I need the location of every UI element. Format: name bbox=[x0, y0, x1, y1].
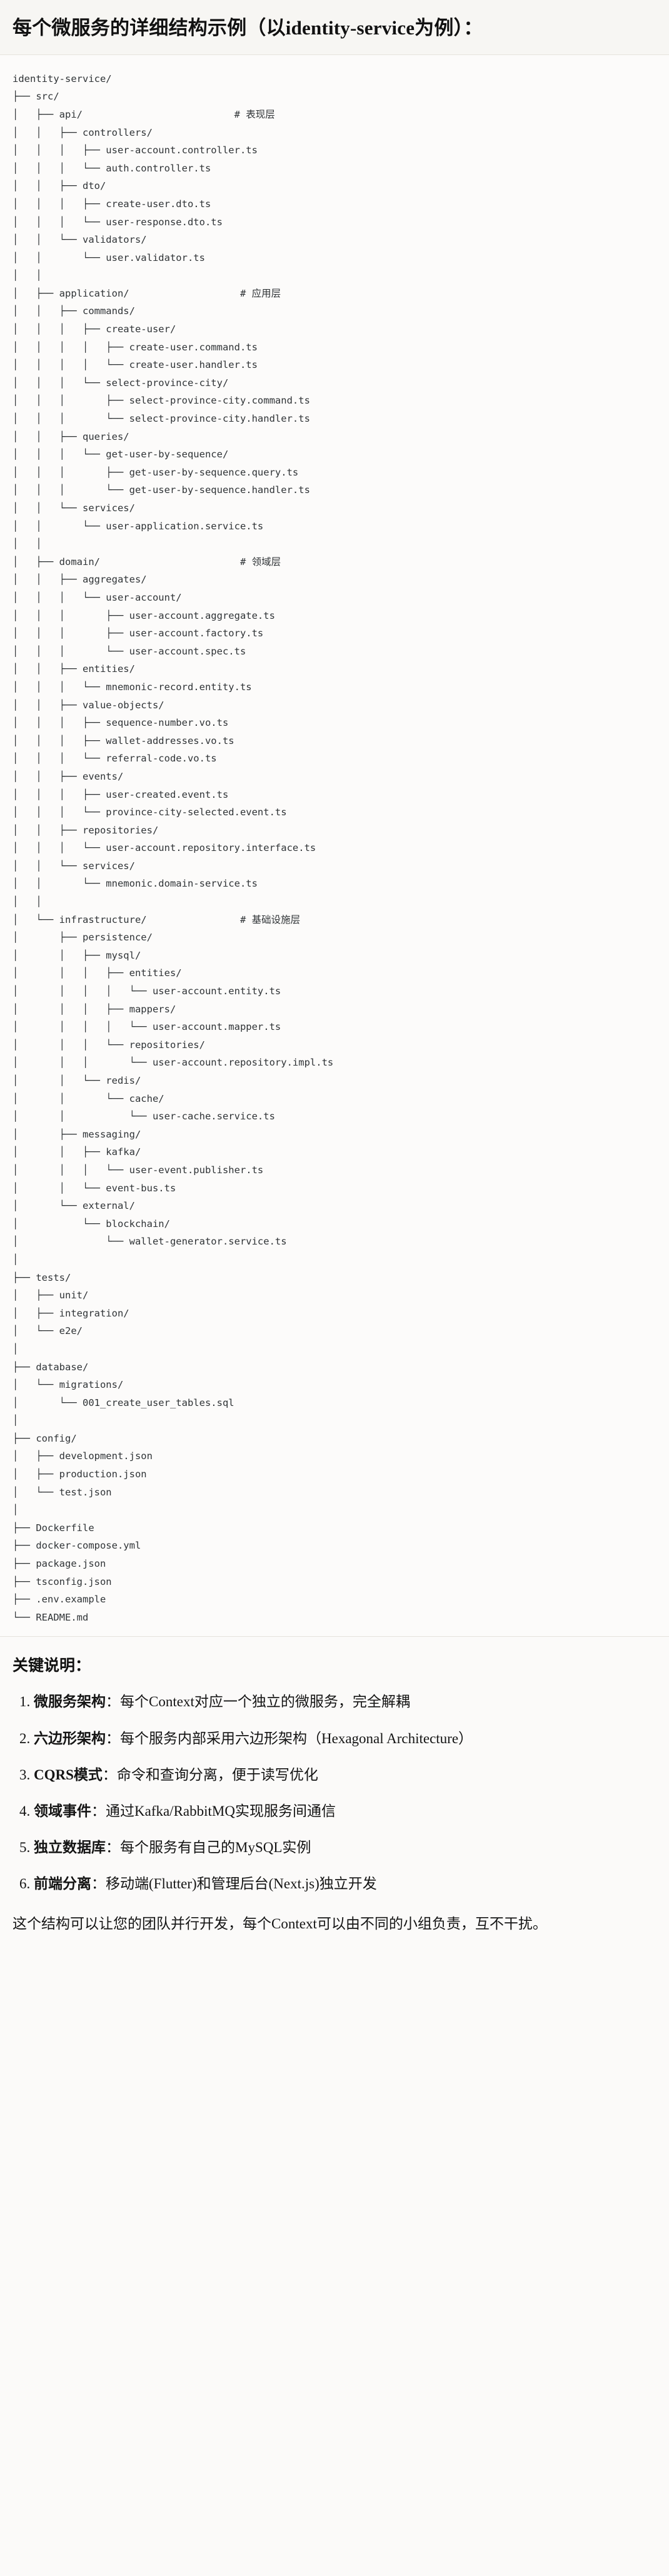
key-note-term: 前端分离 bbox=[34, 1876, 91, 1892]
key-note-term: 微服务架构 bbox=[34, 1694, 106, 1710]
header-band: 每个微服务的详细结构示例（以identity-service为例）： bbox=[0, 0, 669, 55]
key-notes-section: 关键说明： 微服务架构：每个Context对应一个独立的微服务，完全解耦六边形架… bbox=[0, 1636, 669, 1953]
key-note-item: 前端分离：移动端(Flutter)和管理后台(Next.js)独立开发 bbox=[34, 1874, 656, 1894]
key-note-term: 六边形架构 bbox=[34, 1730, 106, 1746]
key-note-item: 六边形架构：每个服务内部采用六边形架构（Hexagonal Architectu… bbox=[34, 1729, 656, 1749]
key-note-item: CQRS模式：命令和查询分离，便于读写优化 bbox=[34, 1765, 656, 1785]
directory-tree-block: identity-service/ ├── src/ │ ├── api/ # … bbox=[0, 54, 669, 1637]
key-note-item: 微服务架构：每个Context对应一个独立的微服务，完全解耦 bbox=[34, 1692, 656, 1712]
directory-tree: identity-service/ ├── src/ │ ├── api/ # … bbox=[13, 73, 334, 1623]
key-note-separator: ： bbox=[91, 1876, 106, 1892]
key-note-item: 领域事件：通过Kafka/RabbitMQ实现服务间通信 bbox=[34, 1801, 656, 1821]
key-note-text: 命令和查询分离，便于读写优化 bbox=[116, 1766, 318, 1783]
key-note-text: 移动端(Flutter)和管理后台(Next.js)独立开发 bbox=[106, 1876, 377, 1892]
key-note-separator: ： bbox=[102, 1766, 117, 1783]
key-note-text: 每个服务内部采用六边形架构（Hexagonal Architecture） bbox=[120, 1730, 473, 1746]
key-note-text: 每个Context对应一个独立的微服务，完全解耦 bbox=[120, 1694, 410, 1710]
key-notes-list: 微服务架构：每个Context对应一个独立的微服务，完全解耦六边形架构：每个服务… bbox=[13, 1692, 656, 1894]
closing-paragraph: 这个结构可以让您的团队并行开发，每个Context可以由不同的小组负责，互不干扰… bbox=[13, 1915, 547, 1932]
page-title: 每个微服务的详细结构示例（以identity-service为例）： bbox=[13, 17, 483, 39]
key-note-separator: ： bbox=[106, 1730, 120, 1746]
key-note-text: 每个服务有自己的MySQL实例 bbox=[120, 1840, 311, 1856]
key-note-separator: ： bbox=[106, 1840, 120, 1856]
key-note-separator: ： bbox=[91, 1803, 106, 1819]
page-root: 每个微服务的详细结构示例（以identity-service为例）： ident… bbox=[0, 0, 669, 1953]
key-note-item: 独立数据库：每个服务有自己的MySQL实例 bbox=[34, 1838, 656, 1858]
key-notes-title: 关键说明： bbox=[13, 1657, 91, 1675]
key-note-term: CQRS模式 bbox=[34, 1766, 103, 1783]
key-note-term: 领域事件 bbox=[34, 1803, 91, 1819]
key-note-term: 独立数据库 bbox=[34, 1840, 106, 1856]
key-note-text: 通过Kafka/RabbitMQ实现服务间通信 bbox=[106, 1803, 336, 1819]
key-note-separator: ： bbox=[106, 1694, 120, 1710]
